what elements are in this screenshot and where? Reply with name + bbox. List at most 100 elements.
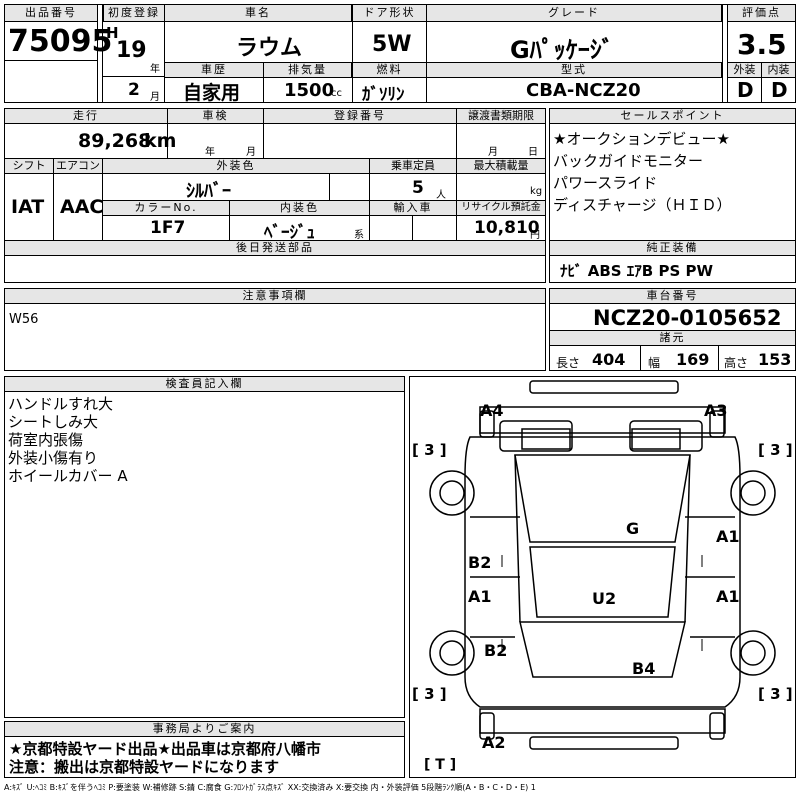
spec-label: 諸元 xyxy=(549,330,796,346)
exterior-color-label: 外装色 xyxy=(102,158,370,174)
transfer-day: 日 xyxy=(528,147,538,158)
displacement-label: 排気量 xyxy=(263,62,352,78)
inspector-line-2: シートしみ大 xyxy=(8,413,99,431)
model: CBA-NCZ20 xyxy=(526,80,641,101)
selling-point-1: ★オークションデビュー★ xyxy=(553,130,730,148)
aircon: AAC xyxy=(60,196,104,218)
length-label: 長さ xyxy=(556,356,581,370)
mark-a2: A2 xyxy=(482,733,506,752)
damage-diagram: A4 A3 [ 3 ] [ 3 ] G A1 B2 A1 U2 A1 B2 B4… xyxy=(409,376,796,778)
transfer-deadline-label: 譲渡書類期限 xyxy=(456,108,546,124)
equipment-label: 純正装備 xyxy=(549,240,796,256)
lot-number: 75095 xyxy=(8,24,113,59)
tire-rear-left: [ 3 ] xyxy=(412,685,447,703)
recycle-unit: 円 xyxy=(530,230,540,241)
inspector-line-3: 荷室内張傷 xyxy=(8,431,84,449)
mark-a1-left: A1 xyxy=(468,587,492,606)
import-label: 輸入車 xyxy=(369,200,457,216)
selling-point-2: バックガイドモニター xyxy=(553,152,704,170)
height: 153 xyxy=(758,350,792,369)
shift: IAT xyxy=(11,196,45,218)
score: 3.5 xyxy=(737,28,787,61)
max-load-label: 最大積載量 xyxy=(456,158,546,174)
recycle-label: リサイクル預託金 xyxy=(456,200,546,216)
history-label: 車歴 xyxy=(164,62,264,78)
fuel-label: 燃料 xyxy=(352,62,427,78)
height-label: 高さ xyxy=(724,356,749,370)
notes-label: 注意事項欄 xyxy=(4,288,546,304)
interior-color: ﾍﾞｰｼﾞｭ xyxy=(264,223,315,243)
spare-tire: [ T ] xyxy=(424,757,457,773)
interior-color-suffix: 系 xyxy=(354,230,364,241)
tire-front-right: [ 3 ] xyxy=(758,441,793,459)
later-parts-label: 後日発送部品 xyxy=(4,240,546,256)
inspector-line-4: 外装小傷有り xyxy=(8,449,99,467)
inspection-label: 車検 xyxy=(167,108,264,124)
inspection-year-unit: 年 xyxy=(205,147,215,158)
first-registration-year: 19 xyxy=(116,38,147,63)
office-label: 事務局よりご案内 xyxy=(4,721,405,737)
displacement-unit: cc xyxy=(331,88,342,99)
selling-points-label: セールスポイント xyxy=(549,108,796,124)
capacity: 5 xyxy=(412,178,424,198)
first-registration-label: 初度登録 xyxy=(103,4,165,22)
displacement: 1500 xyxy=(284,80,335,101)
inspector-label: 検査員記入欄 xyxy=(4,376,405,392)
width: 169 xyxy=(676,350,710,369)
year-unit: 年 xyxy=(150,64,160,75)
mark-b4: B4 xyxy=(632,659,656,678)
mileage: 89,268 xyxy=(78,130,152,152)
mark-b2-left: B2 xyxy=(468,553,492,572)
door-label: ドア形状 xyxy=(352,4,427,22)
notes-value: W56 xyxy=(9,312,39,327)
car-outline xyxy=(429,380,776,750)
interior-label: 内装 xyxy=(761,62,796,78)
fuel: ｶﾞｿﾘﾝ xyxy=(362,85,405,105)
month-unit: 月 xyxy=(150,92,160,103)
selling-point-4: ディスチャージ（ＨＩＤ） xyxy=(553,196,732,214)
office-line-1: ★京都特設ヤード出品★出品車は京都府八幡市 xyxy=(9,740,321,758)
mark-b2-left-rear: B2 xyxy=(484,641,508,660)
first-registration-month: 2 xyxy=(128,80,140,100)
interior-color-label: 内装色 xyxy=(229,200,370,216)
interior-grade: D xyxy=(771,78,788,102)
mark-a3: A3 xyxy=(704,401,728,420)
color-number-label: カラーNo. xyxy=(102,200,230,216)
exterior-color: ｼﾙﾊﾞｰ xyxy=(186,181,231,202)
score-label: 評価点 xyxy=(727,4,796,22)
mileage-unit: km xyxy=(144,130,177,152)
office-line-2: 注意：搬出は京都特設ヤードになります xyxy=(9,758,280,776)
history: 自家用 xyxy=(183,82,241,104)
mark-a4: A4 xyxy=(480,401,504,420)
mark-a1-right: A1 xyxy=(716,587,740,606)
max-load-unit: kg xyxy=(530,186,543,197)
transfer-month: 月 xyxy=(488,147,498,158)
lot-number-label: 出品番号 xyxy=(4,4,98,22)
length: 404 xyxy=(592,350,626,369)
exterior-grade: D xyxy=(737,78,754,102)
mark-u2: U2 xyxy=(592,589,617,608)
width-label: 幅 xyxy=(648,356,661,370)
shift-label: シフト xyxy=(4,158,54,174)
chassis-number: NCZ20-0105652 xyxy=(593,306,782,330)
aircon-label: エアコン xyxy=(53,158,103,174)
registration-number-label: 登録番号 xyxy=(263,108,457,124)
inspection-month-unit: 月 xyxy=(246,147,256,158)
tire-front-left: [ 3 ] xyxy=(412,441,447,459)
car-name-label: 車名 xyxy=(164,4,352,22)
legend: A:ｷｽﾞ U:ﾍｺﾐ B:ｷｽﾞを伴うﾍｺﾐ P:要塗装 W:補修跡 S:錆 … xyxy=(4,783,536,792)
grade: Gﾊﾟｯｹｰｼﾞ xyxy=(510,36,614,64)
era: H xyxy=(106,24,119,42)
equipment: ﾅﾋﾞ ABS ｴｱB PS PW xyxy=(560,262,714,280)
selling-point-3: パワースライド xyxy=(553,174,658,192)
tire-rear-right: [ 3 ] xyxy=(758,685,793,703)
exterior-label: 外装 xyxy=(727,62,762,78)
color-number: 1F7 xyxy=(150,218,186,238)
capacity-label: 乗車定員 xyxy=(369,158,457,174)
capacity-unit: 人 xyxy=(436,190,446,201)
mark-g: G xyxy=(626,519,640,538)
door-type: 5W xyxy=(372,32,412,57)
recycle-fee: 10,810 xyxy=(474,218,540,238)
mileage-label: 走行 xyxy=(4,108,168,124)
model-label: 型式 xyxy=(426,62,722,78)
